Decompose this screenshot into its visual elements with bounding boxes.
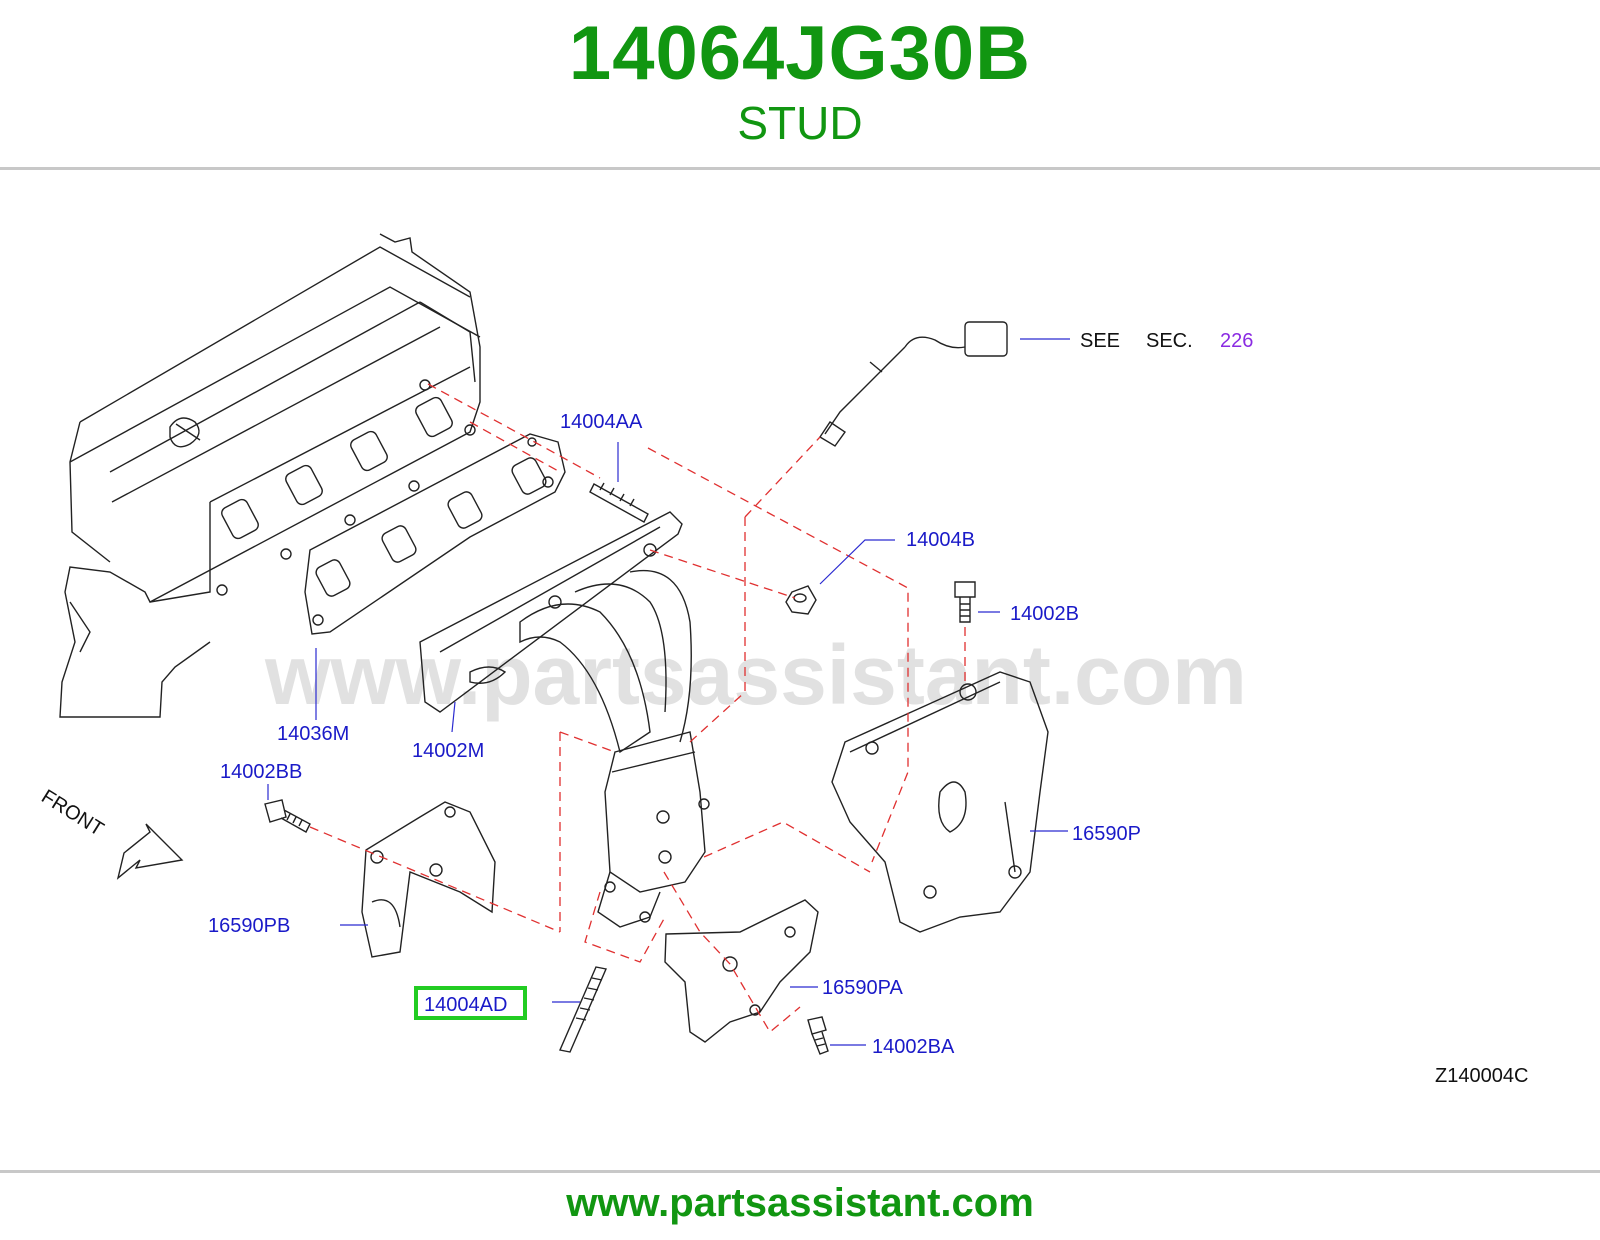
heat-shield-16590p-drawing xyxy=(831,671,1049,933)
label-16590pa[interactable]: 16590PA xyxy=(822,977,903,999)
label-14004b[interactable]: 14004B xyxy=(906,529,975,551)
engine-head-drawing xyxy=(59,233,481,718)
bolt-14002ba-drawing xyxy=(807,1016,829,1055)
header-divider xyxy=(0,167,1600,170)
section-226-link[interactable]: 226 xyxy=(1220,330,1253,352)
heat-shield-16590pb-drawing xyxy=(361,801,496,958)
oxygen-sensor-drawing xyxy=(819,321,1008,447)
label-14036m[interactable]: 14036M xyxy=(277,723,349,745)
label-16590pb[interactable]: 16590PB xyxy=(208,915,290,937)
part-name-subtitle: STUD xyxy=(737,97,863,149)
label-14002m[interactable]: 14002M xyxy=(412,740,484,762)
highlight-box-14004ad xyxy=(414,986,527,1020)
front-direction-arrow xyxy=(116,823,184,880)
heat-shield-16590pa-drawing xyxy=(664,899,819,1043)
label-sensor-sec: SEC. xyxy=(1146,330,1193,352)
gasket-drawing xyxy=(304,433,566,635)
label-14002ba[interactable]: 14002BA xyxy=(872,1036,955,1058)
exhaust-manifold-drawing xyxy=(419,511,710,928)
parts-diagram: www.partsassistant.com xyxy=(37,233,1528,1087)
footer-divider xyxy=(0,1170,1600,1173)
label-14002b[interactable]: 14002B xyxy=(1010,603,1079,625)
diagram-code: Z140004C xyxy=(1435,1065,1528,1087)
footer-website-link[interactable]: www.partsassistant.com xyxy=(566,1181,1034,1225)
part-number-title: 14064JG30B xyxy=(568,11,1032,96)
label-16590p[interactable]: 16590P xyxy=(1072,823,1141,845)
label-leader-lines xyxy=(267,338,1070,1046)
stud-14004aa-drawing xyxy=(589,482,649,523)
label-14004ad[interactable]: 14004AD xyxy=(424,994,507,1016)
bolt-14002b-drawing xyxy=(954,581,976,623)
stud-14004ad-drawing xyxy=(559,966,607,1053)
label-sensor-see: SEE xyxy=(1080,330,1120,352)
nut-14004b-drawing xyxy=(785,585,817,615)
label-14002bb[interactable]: 14002BB xyxy=(220,761,302,783)
label-front: FRONT xyxy=(37,786,107,841)
assembly-dashed-lines xyxy=(309,383,966,1033)
watermark-text: www.partsassistant.com xyxy=(264,628,1247,722)
bolt-14002bb-drawing xyxy=(264,799,311,833)
page-header: 14064JG30B STUD xyxy=(0,0,1600,168)
label-14004aa[interactable]: 14004AA xyxy=(560,411,643,433)
